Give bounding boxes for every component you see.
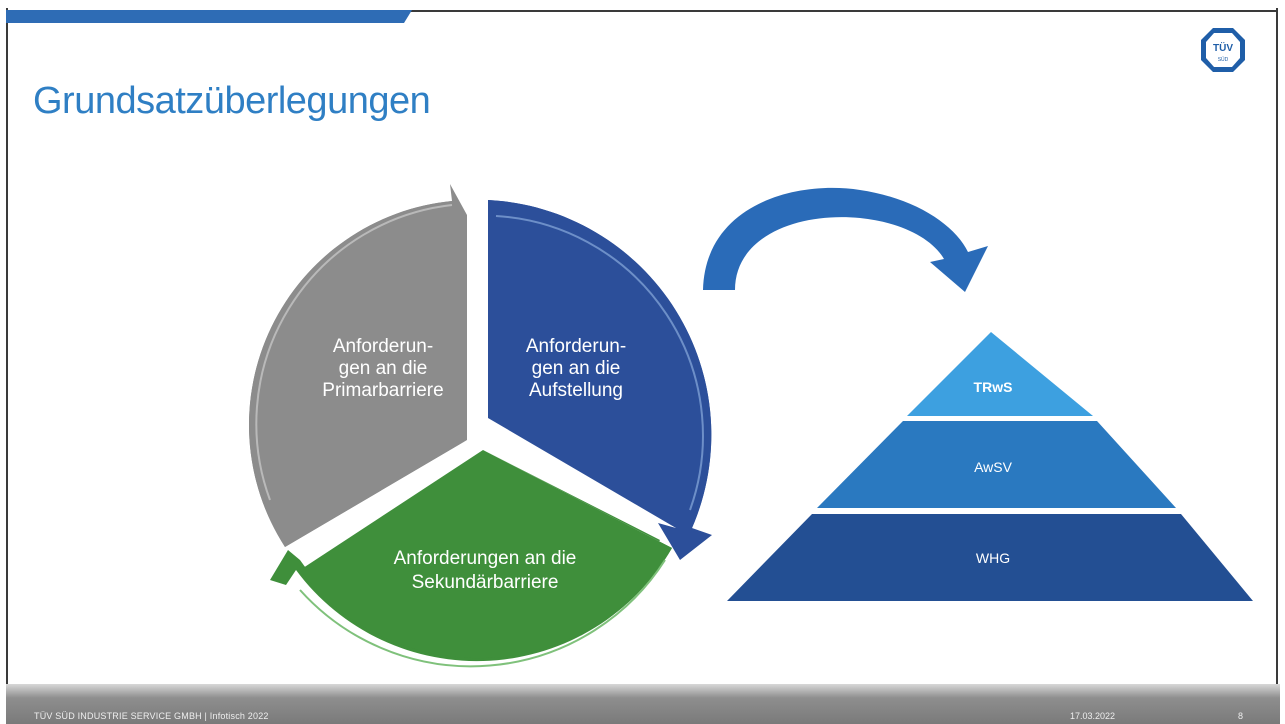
segment-setup-line2: gen an die [532, 358, 621, 379]
segment-secondary-line2: Sekundärbarriere [412, 572, 559, 593]
footer-company: TÜV SÜD INDUSTRIE SERVICE GMBH | Infotis… [34, 711, 269, 721]
segment-setup-line1: Anforderun- [526, 336, 626, 357]
footer-page-number: 8 [1238, 711, 1244, 721]
logo-subtext: SÜD [1218, 56, 1229, 63]
slide-title: Grundsatzüberlegungen [33, 80, 431, 122]
pyramid-level-awsv [817, 421, 1176, 508]
segment-secondary-line1: Anforderungen an die [394, 548, 577, 569]
segment-primary-line3: Primarbarriere [322, 380, 443, 401]
footer-date: 17.03.2022 [1070, 711, 1116, 721]
cycle-diagram: Anforderun- gen an die Primarbarriere An… [249, 184, 712, 668]
footer-bar [6, 684, 1280, 724]
curved-arrow [703, 187, 988, 292]
pyramid: TRwS AwSV WHG [727, 332, 1253, 601]
pyramid-level-whg [727, 514, 1253, 601]
segment-primary-line2: gen an die [339, 358, 428, 379]
top-border-line [6, 10, 1278, 12]
segment-primary-line1: Anforderun- [333, 336, 433, 357]
pyramid-label-awsv: AwSV [974, 459, 1013, 475]
tuv-logo: TÜV SÜD [1201, 28, 1245, 72]
pyramid-label-trws: TRwS [974, 379, 1013, 395]
pyramid-label-whg: WHG [976, 550, 1010, 566]
slide-frame [6, 8, 1278, 724]
accent-bar [6, 10, 412, 23]
logo-text: TÜV [1213, 41, 1233, 54]
segment-setup-line3: Aufstellung [529, 380, 623, 401]
pyramid-level-trws [907, 332, 1093, 416]
